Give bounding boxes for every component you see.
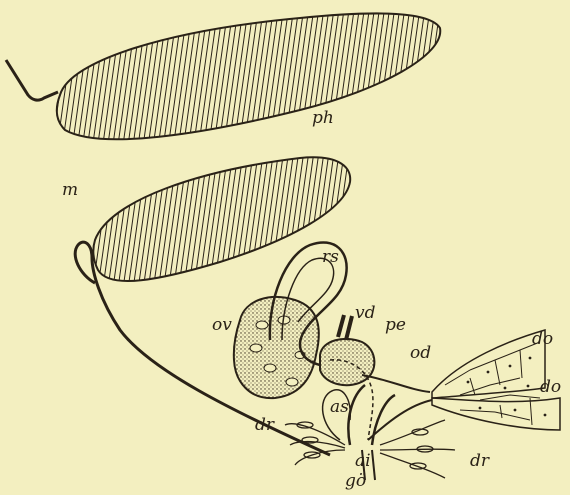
label-as: as: [330, 397, 349, 417]
label-ph: ph: [312, 108, 334, 128]
proboscis-line: [6, 60, 58, 100]
label-dr-left: dr: [255, 415, 275, 435]
label-ai: ai: [355, 451, 371, 471]
label-vd: vd: [355, 303, 376, 323]
lower-hatched-organ: [93, 157, 350, 281]
label-od: od: [410, 343, 431, 363]
label-go: gö: [345, 471, 366, 491]
label-dr-right: dr: [470, 451, 490, 471]
label-ov: ov: [212, 315, 232, 335]
label-do-lower: do: [540, 377, 561, 397]
pharynx-shape: [57, 13, 441, 139]
label-pe: pe: [385, 315, 406, 335]
glands-right: [380, 420, 455, 478]
vas-deferens: [338, 315, 352, 340]
glands-left: [285, 422, 345, 465]
oviduct: [362, 375, 432, 440]
label-m: m: [62, 180, 78, 200]
label-rs: rs: [322, 247, 339, 267]
label-do-upper: do: [532, 329, 553, 349]
